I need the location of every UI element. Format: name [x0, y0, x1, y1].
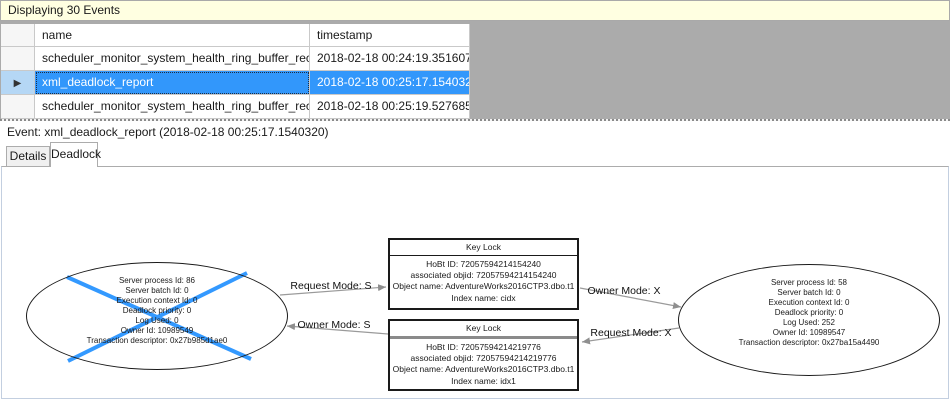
selected-event-label: Event: xml_deadlock_report (2018-02-18 0… — [0, 121, 950, 142]
row-header[interactable] — [1, 47, 35, 71]
row-header-selected[interactable]: ▶ — [1, 71, 35, 95]
resource-node-keylock-cidx: Key Lock HoBt ID: 72057594214154240 asso… — [388, 238, 579, 310]
grid-splitter[interactable] — [0, 119, 950, 121]
table-row-timestamp-selected[interactable]: 2018-02-18 00:25:17.1540320 — [310, 71, 470, 95]
column-header-timestamp[interactable]: timestamp — [310, 24, 470, 47]
process-node-victim: Server process Id: 86 Server batch Id: 0… — [26, 262, 288, 370]
process-node-text: Server process Id: 58 Server batch Id: 0… — [738, 278, 880, 347]
table-row-timestamp[interactable]: 2018-02-18 00:25:19.5276859 — [310, 95, 470, 119]
events-count-bar: Displaying 30 Events — [0, 0, 950, 21]
table-row-name[interactable]: scheduler_monitor_system_health_ring_buf… — [35, 47, 310, 71]
edge-label-owner-x: Owner Mode: X — [587, 285, 661, 297]
process-node-survivor: Server process Id: 58 Server batch Id: 0… — [678, 264, 940, 376]
edge-label-owner-s: Owner Mode: S — [297, 319, 371, 331]
tab-deadlock[interactable]: Deadlock — [50, 142, 101, 167]
edge-label-request-s: Request Mode: S — [290, 280, 372, 292]
table-row-timestamp[interactable]: 2018-02-18 00:24:19.3516078 — [310, 47, 470, 71]
resource-node-text: HoBt ID: 72057594214219776 associated ob… — [392, 342, 575, 386]
tab-details[interactable]: Details — [6, 146, 50, 166]
resource-title: Key Lock — [390, 321, 577, 339]
column-header-name[interactable]: name — [35, 24, 310, 47]
grid-corner-cell[interactable] — [1, 24, 35, 47]
process-node-text: Server process Id: 86 Server batch Id: 0… — [86, 276, 228, 345]
resource-node-keylock-idx1: Key Lock HoBt ID: 72057594214219776 asso… — [388, 319, 579, 391]
row-selector-arrow-icon: ▶ — [13, 78, 22, 89]
table-row-name[interactable]: scheduler_monitor_system_health_ring_buf… — [35, 95, 310, 119]
table-row-name-selected[interactable]: xml_deadlock_report — [35, 71, 310, 95]
events-grid: name timestamp scheduler_monitor_system_… — [0, 21, 950, 119]
resource-title: Key Lock — [390, 240, 577, 256]
edge-label-request-x: Request Mode: X — [590, 327, 672, 339]
row-header[interactable] — [1, 95, 35, 119]
resource-node-text: HoBt ID: 72057594214154240 associated ob… — [392, 259, 575, 303]
